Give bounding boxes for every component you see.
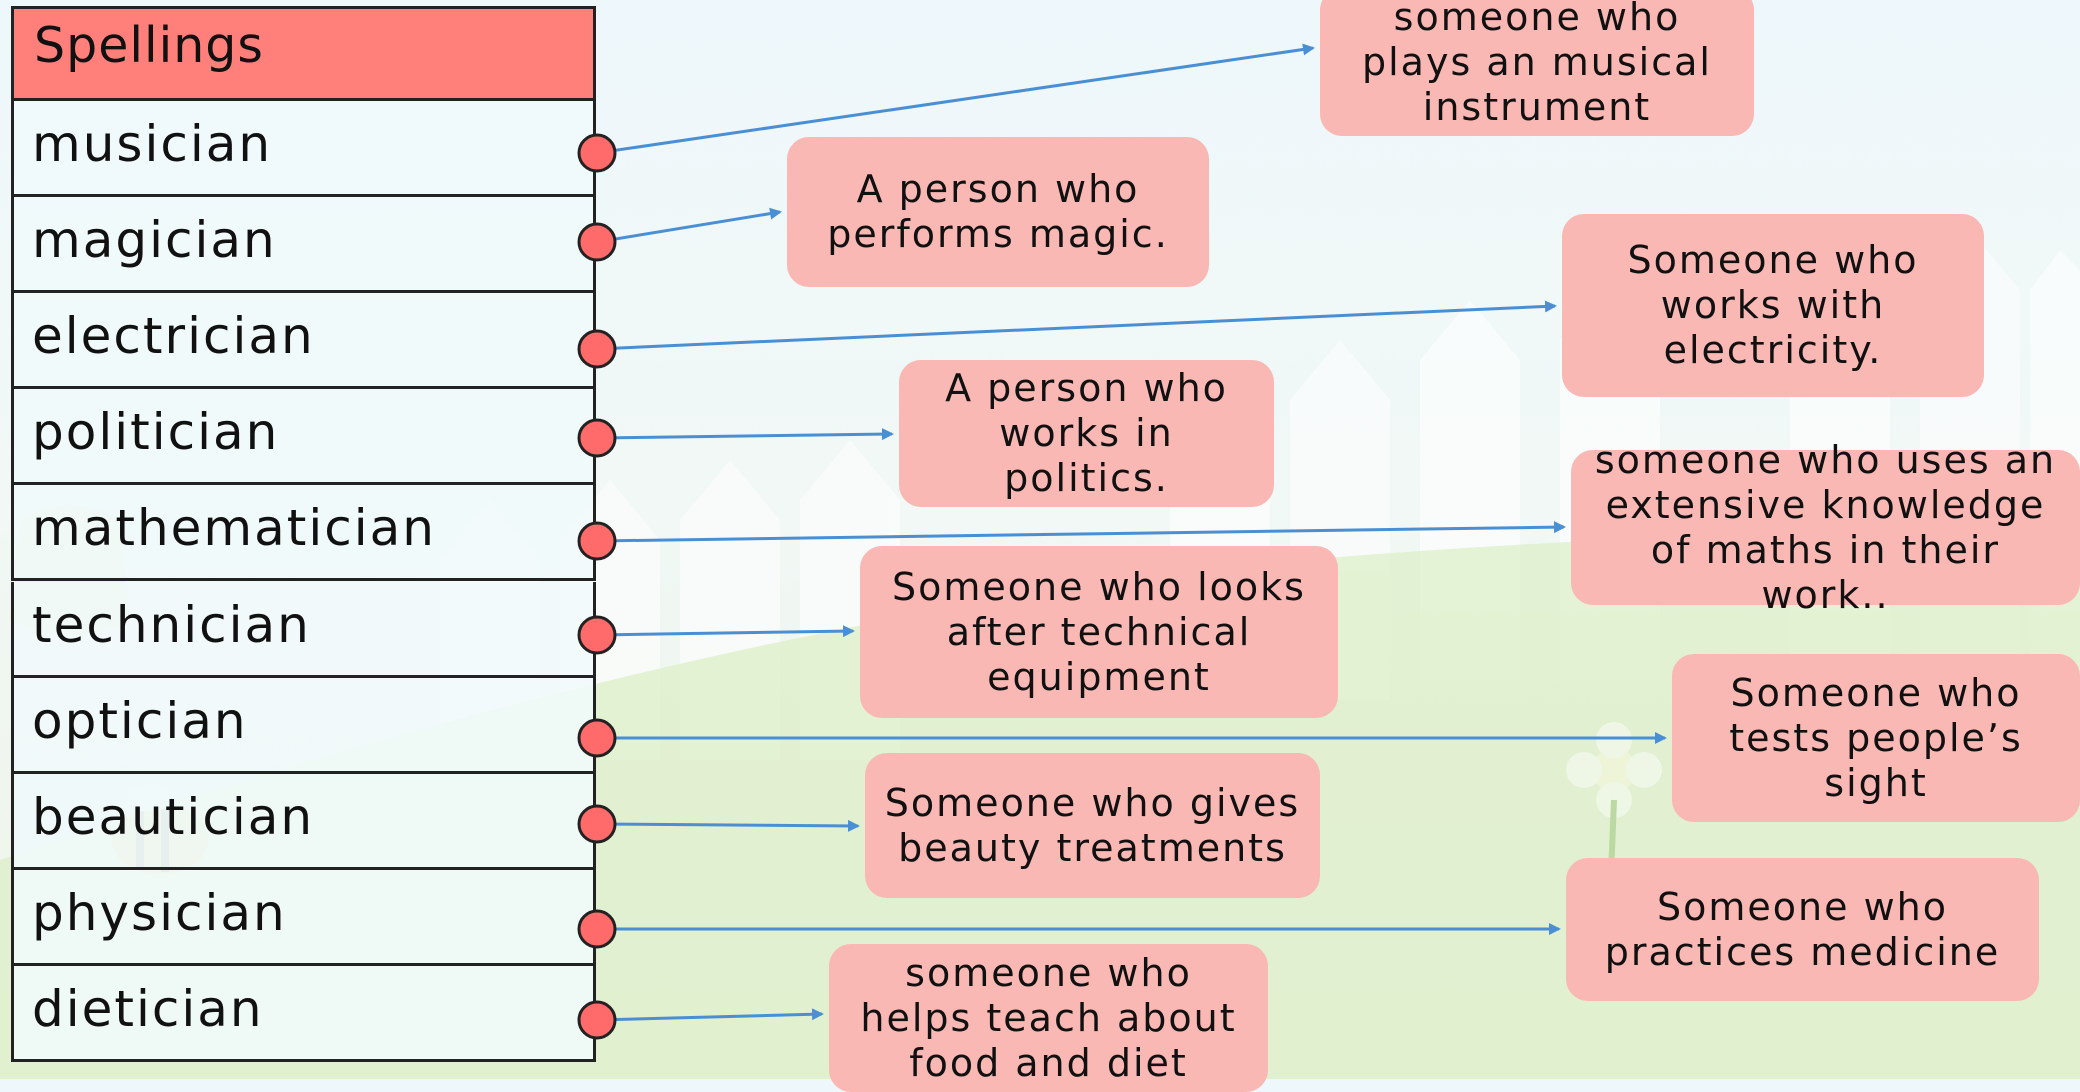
match-node[interactable] <box>577 329 617 369</box>
definition-text: Someone who works with electricity. <box>1627 238 1919 372</box>
definition-box: Someone who looks after technical equipm… <box>860 546 1338 718</box>
table-row: physician <box>11 869 596 966</box>
spellings-title: Spellings <box>34 17 264 74</box>
match-node[interactable] <box>577 718 617 758</box>
table-row: technician <box>11 581 596 678</box>
definition-box: someone who plays an musical instrument <box>1320 0 1754 136</box>
definition-box: Someone who tests people’s sight <box>1672 654 2080 822</box>
spelling-word: electrician <box>32 307 315 366</box>
definition-text: Someone who looks after technical equipm… <box>892 564 1306 699</box>
definition-text: A person who performs magic. <box>827 167 1169 256</box>
table-row: politician <box>11 389 596 486</box>
definition-box: A person who works in politics. <box>899 360 1274 507</box>
definition-box: A person who performs magic. <box>787 137 1209 287</box>
spelling-word: physician <box>32 883 287 942</box>
definition-box: Someone who works with electricity. <box>1562 214 1984 397</box>
table-row: beautician <box>11 773 596 870</box>
spelling-word: dietician <box>32 979 264 1038</box>
match-node[interactable] <box>577 222 617 262</box>
spelling-word: politician <box>32 403 280 462</box>
table-row: mathematician <box>11 485 596 582</box>
definition-text: Someone who tests people’s sight <box>1729 670 2023 805</box>
match-node[interactable] <box>577 1000 617 1040</box>
definition-text: A person who works in politics. <box>945 366 1228 500</box>
definition-text: Someone who practices medicine <box>1604 884 2001 974</box>
table-row: magician <box>11 197 596 294</box>
definition-text: Someone who gives beauty treatments <box>884 780 1301 870</box>
match-node[interactable] <box>577 615 617 655</box>
table-row: electrician <box>11 293 596 390</box>
spelling-word: magician <box>32 211 277 270</box>
match-node[interactable] <box>577 804 617 844</box>
table-row: musician <box>11 101 596 198</box>
definition-box: Someone who practices medicine <box>1566 858 2039 1001</box>
match-node[interactable] <box>577 909 617 949</box>
definition-box: someone who uses an extensive knowledge … <box>1571 438 2080 617</box>
definition-text: someone who plays an musical instrument <box>1362 0 1712 129</box>
flower-icon <box>1566 722 1662 901</box>
definition-text: someone who uses an extensive knowledge … <box>1594 437 2057 617</box>
spellings-table: musician magician electrician politician mat… <box>11 101 596 1062</box>
spelling-word: optician <box>32 691 248 750</box>
table-row: dietician <box>11 965 596 1062</box>
spelling-word: musician <box>32 115 273 173</box>
definition-text: someone who helps teach about food and d… <box>860 950 1237 1085</box>
table-row: optician <box>11 677 596 774</box>
definition-box: someone who helps teach about food and d… <box>829 944 1268 1092</box>
spellings-header: Spellings <box>11 6 596 101</box>
match-node[interactable] <box>577 521 617 561</box>
spelling-word: beautician <box>32 787 315 846</box>
spelling-word: mathematician <box>32 499 436 558</box>
match-node[interactable] <box>577 418 617 458</box>
spelling-word: technician <box>32 595 311 654</box>
definition-box: Someone who gives beauty treatments <box>865 753 1320 898</box>
match-node[interactable] <box>577 133 617 173</box>
